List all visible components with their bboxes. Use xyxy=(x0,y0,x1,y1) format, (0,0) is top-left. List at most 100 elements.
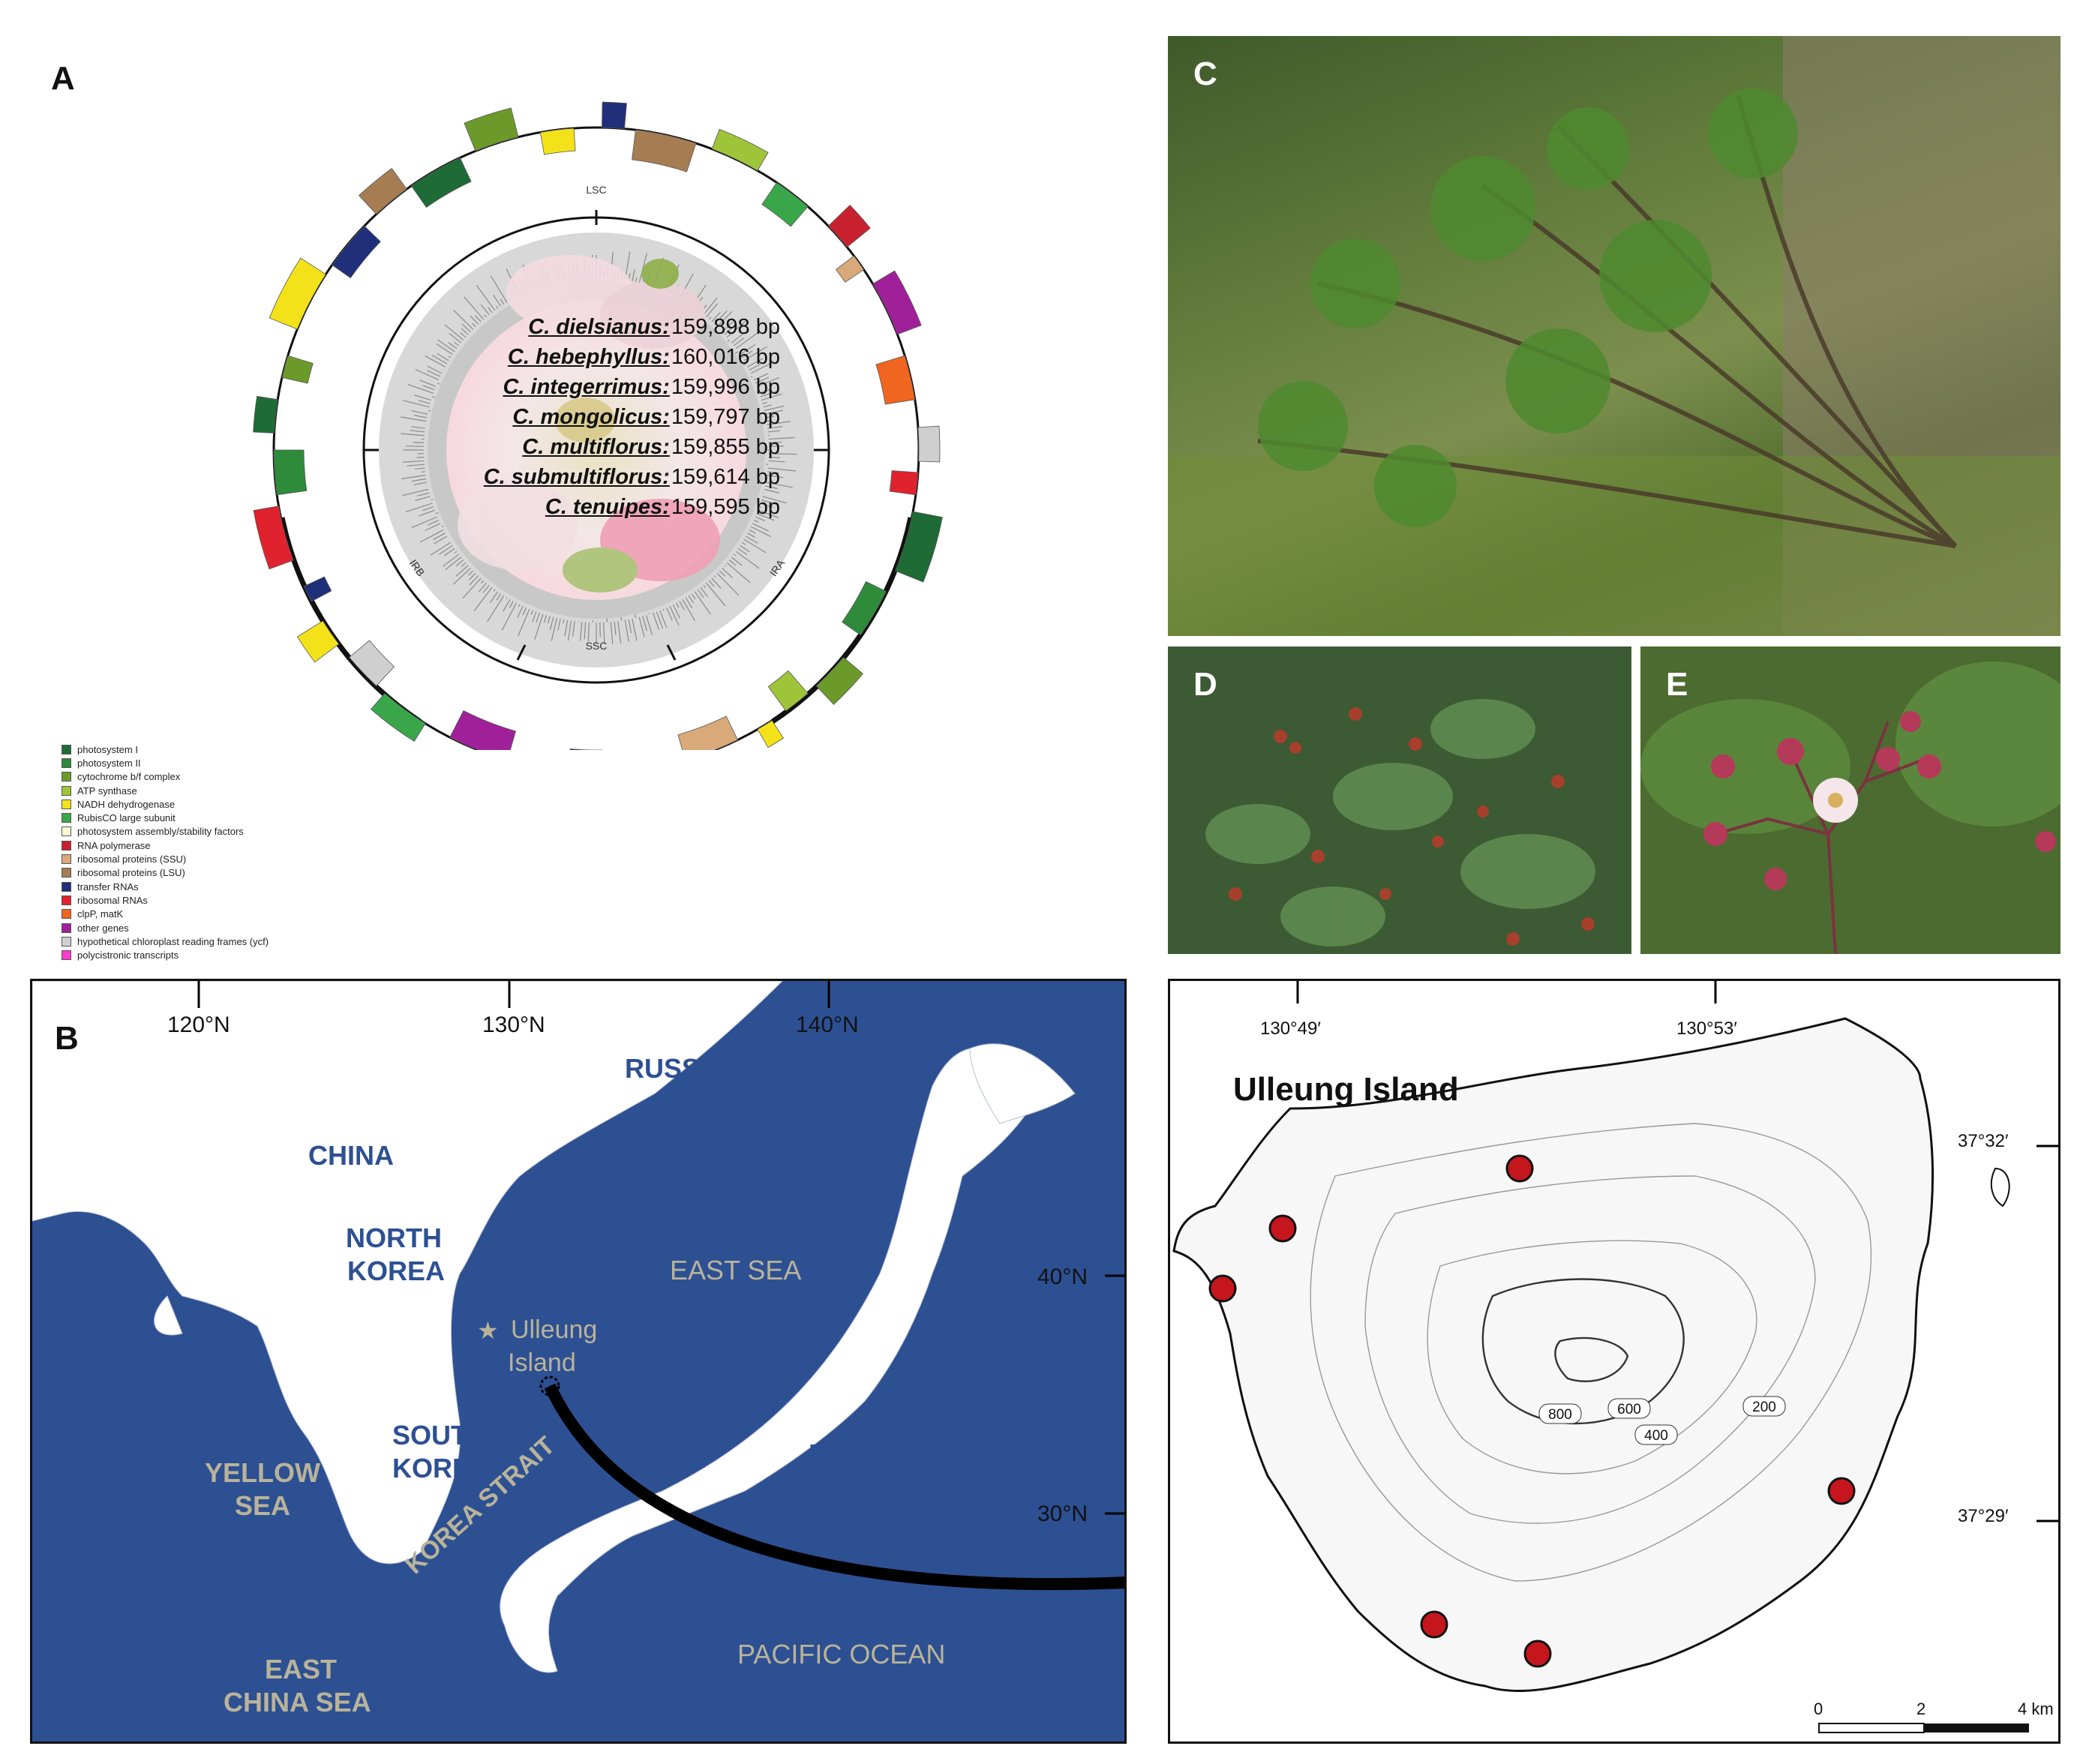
lat-label-30: 30°N xyxy=(1037,1502,1088,1526)
legend-swatch xyxy=(62,881,71,892)
gene-block xyxy=(569,748,602,750)
gene-block xyxy=(332,225,381,279)
genome-size: 160,016 bp xyxy=(671,345,780,369)
mainland-landmass xyxy=(32,981,783,1564)
region-label-lsc: LSC xyxy=(586,184,606,196)
gene-block xyxy=(872,270,922,335)
label-japan: JAPAN xyxy=(805,1438,895,1469)
panel-label-a: A xyxy=(51,60,75,97)
legend-swatch xyxy=(62,854,71,865)
gene-blocks-inner xyxy=(273,128,919,750)
legend-item: ribosomal proteins (LSU) xyxy=(62,866,437,880)
legend-item: photosystem assembly/stability factors xyxy=(62,825,437,838)
gc-content-ticks xyxy=(400,251,797,644)
genome-size-row: C. dielsianus: 159,898 bp xyxy=(398,315,780,345)
gene-block xyxy=(895,511,943,583)
legend-swatch xyxy=(62,909,71,920)
island-lat-label-1: 37°32′ xyxy=(1958,1131,2009,1151)
genome-size-row: C. multiflorus: 159,855 bp xyxy=(398,435,780,465)
gene-block xyxy=(757,720,784,748)
genome-map: LSC SSC IRA IRB xyxy=(253,101,943,750)
collection-site-marker xyxy=(1420,1610,1448,1639)
region-label-ssc: SSC xyxy=(586,640,608,652)
gene-block xyxy=(842,580,887,636)
species-name: C. multiflorus: xyxy=(522,435,670,459)
legend-label: photosystem I xyxy=(77,743,138,755)
collection-site-marker xyxy=(1208,1274,1237,1303)
scale-label-0: 0 xyxy=(1814,1700,1823,1718)
contour-label: 200 xyxy=(1752,1400,1776,1415)
legend-label: NADH dehydrogenase xyxy=(77,798,176,810)
legend-item: polycistronic transcripts xyxy=(62,948,437,962)
legend-swatch xyxy=(62,813,71,824)
legend-swatch xyxy=(62,868,71,878)
taiwan-landmass xyxy=(154,1295,183,1336)
gene-block xyxy=(632,129,697,172)
ulleung-target-circle xyxy=(539,1376,560,1396)
legend-label: ribosomal RNAs xyxy=(77,894,148,906)
label-island: Island xyxy=(508,1348,576,1377)
gene-block xyxy=(464,107,519,152)
hokkaido-landmass xyxy=(969,1043,1076,1124)
legend-label: transfer RNAs xyxy=(77,880,139,892)
panel-label-b: B xyxy=(55,1020,79,1057)
species-name: C. mongolicus: xyxy=(512,405,670,429)
contour-label: 800 xyxy=(1548,1407,1572,1423)
legend-item: RNA polymerase xyxy=(62,838,437,852)
island-map-title: Ulleung Island xyxy=(1233,1071,1459,1108)
gene-block xyxy=(370,692,426,742)
collection-site-marker xyxy=(1523,1640,1552,1668)
species-name: C. submultiflorus: xyxy=(483,465,670,489)
genome-size-row: C. submultiflorus: 159,614 bp xyxy=(398,465,780,495)
legend-label: ATP synthase xyxy=(77,784,137,796)
flower-closeup-illustration xyxy=(1640,662,2060,954)
genome-size-row: C. mongolicus: 159,797 bp xyxy=(398,405,780,435)
genome-size: 159,614 bp xyxy=(671,465,780,489)
gene-block xyxy=(539,128,576,155)
gene-block xyxy=(767,670,809,712)
contour-label-box xyxy=(1607,1398,1651,1419)
fruits-illustration xyxy=(1205,699,1595,946)
scale-label-2: 2 xyxy=(1916,1700,1926,1718)
photo-d-fruits: D xyxy=(1168,646,1631,954)
legend-label: RubisCO large subunit xyxy=(77,812,176,824)
genome-size: 159,595 bp xyxy=(671,495,780,519)
gene-block xyxy=(253,506,294,570)
legend-swatch xyxy=(62,840,71,850)
gene-block xyxy=(269,257,326,330)
gene-block xyxy=(889,470,919,496)
gene-block xyxy=(827,204,871,248)
label-yellow-sea: YELLOW xyxy=(205,1457,320,1488)
gene-block xyxy=(358,168,407,215)
genome-size: 159,855 bp xyxy=(671,435,780,459)
legend-item: NADH dehydrogenase xyxy=(62,797,437,811)
gene-block xyxy=(677,716,739,750)
legend-swatch xyxy=(62,799,71,809)
genome-size: 159,898 bp xyxy=(671,315,780,339)
genome-size-row: C. integerrimus: 159,996 bp xyxy=(398,375,780,405)
shrub-illustration xyxy=(1168,36,2060,636)
species-name: C. hebephyllus: xyxy=(507,345,670,369)
legend-item: ATP synthase xyxy=(62,784,437,797)
island-lon-label-1: 130°49′ xyxy=(1260,1018,1321,1039)
legend-label: ribosomal proteins (LSU) xyxy=(77,867,185,879)
gene-block xyxy=(875,355,916,405)
label-russia: RUSSIA xyxy=(625,1053,728,1084)
gene-block xyxy=(273,449,308,496)
legend-swatch xyxy=(62,950,71,961)
scale-label-4: 4 km xyxy=(2018,1700,2054,1718)
island-lon-label-2: 130°53′ xyxy=(1676,1018,1737,1039)
japan-landmass xyxy=(500,1048,1031,1673)
contour-label: 600 xyxy=(1617,1402,1641,1418)
species-name: C. integerrimus: xyxy=(503,375,670,399)
legend-swatch xyxy=(62,936,71,946)
lat-label-40: 40°N xyxy=(1037,1264,1088,1289)
legend-label: other genes xyxy=(77,922,129,934)
gene-block xyxy=(349,640,395,687)
genome-size-row: C. tenuipes: 159,595 bp xyxy=(398,495,780,525)
